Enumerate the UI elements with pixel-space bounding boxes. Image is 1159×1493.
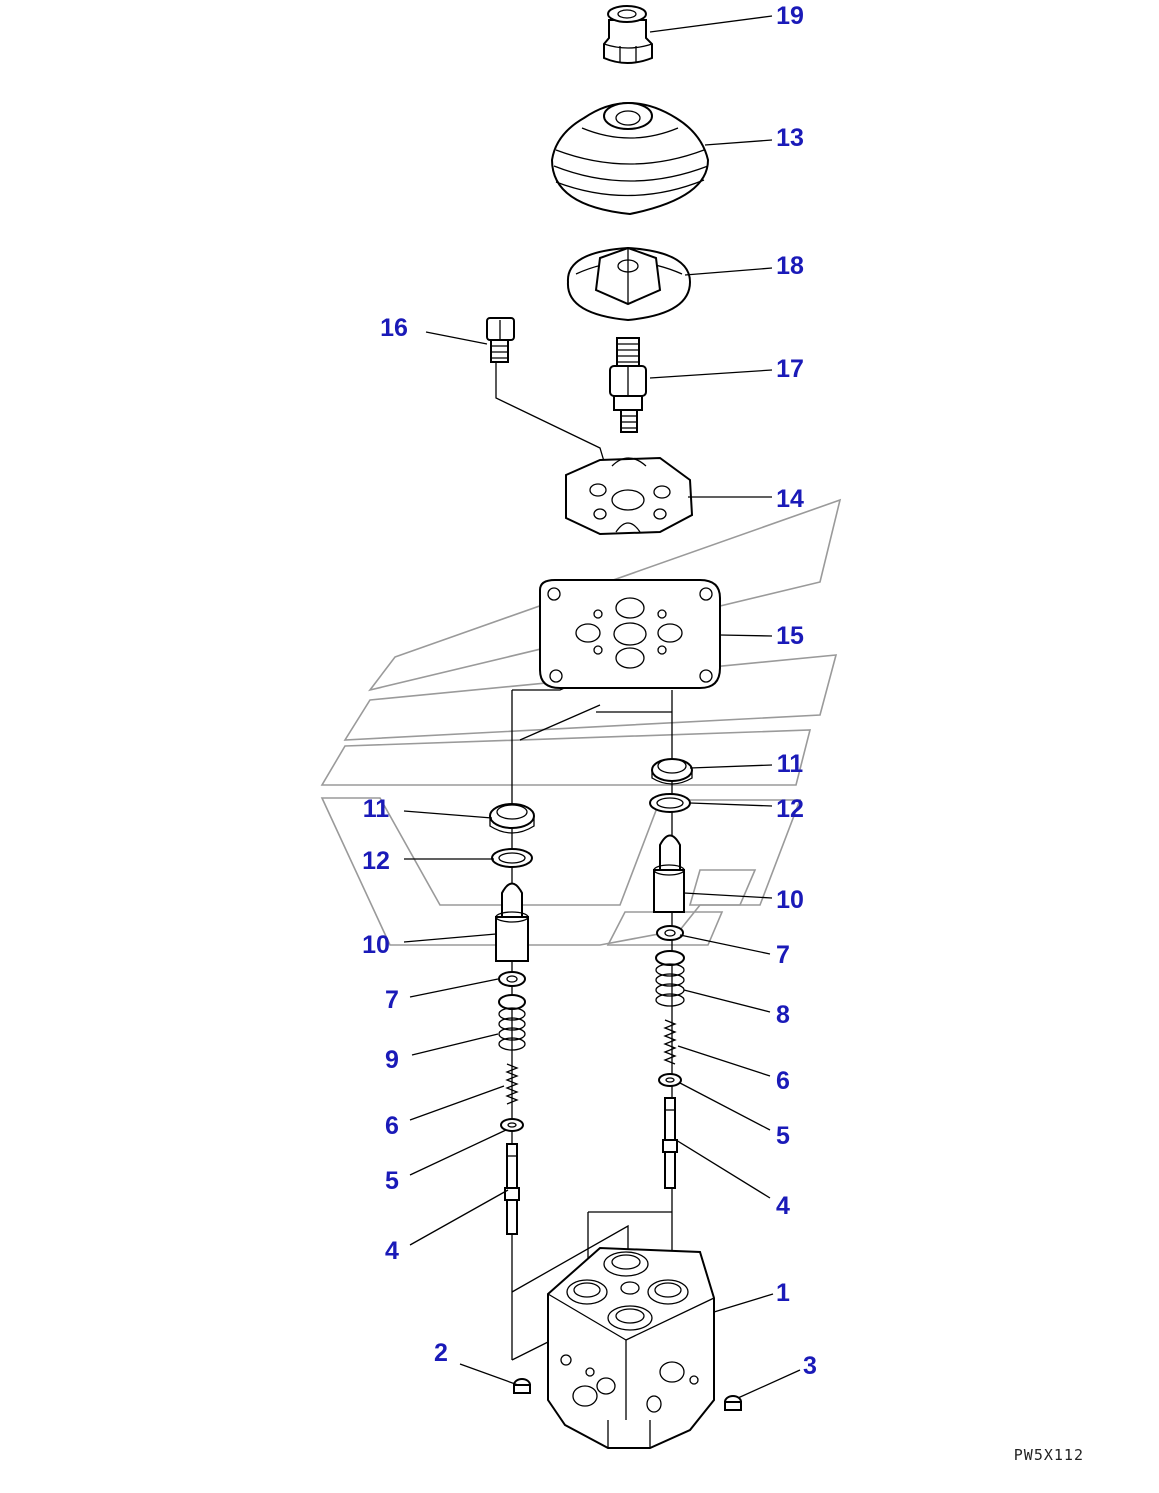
callout-label-c10l: 10: [362, 931, 390, 959]
part-1-body: [547, 1246, 715, 1449]
part-15-gasket: [539, 579, 721, 689]
callout-label-c3: 3: [803, 1352, 817, 1380]
callout-label-c5r: 5: [776, 1122, 790, 1150]
leader-line-c8r: [683, 989, 771, 1013]
leader-line-c17: [649, 369, 773, 379]
part-3-plug: [724, 1395, 742, 1411]
leader-line-c6l: [409, 1085, 505, 1121]
callout-label-c12r: 12: [776, 795, 804, 823]
leader-line-c4l: [409, 1189, 509, 1246]
callout-label-c8r: 8: [776, 1001, 790, 1029]
leader-line-c6r: [677, 1045, 771, 1077]
callout-label-c2: 2: [434, 1339, 448, 1367]
leader-line-c5r: [679, 1082, 771, 1131]
callout-label-c7l: 7: [385, 986, 399, 1014]
leader-line-c2: [459, 1363, 519, 1386]
left-column-parts: [489, 803, 535, 1235]
callout-label-c1: 1: [776, 1279, 790, 1307]
callout-label-c4l: 4: [385, 1237, 399, 1265]
leader-line-c11r: [689, 764, 773, 769]
leader-line-c16: [425, 331, 488, 345]
callout-label-c14: 14: [776, 485, 804, 513]
part-16-bolt: [486, 317, 515, 363]
callout-label-c18: 18: [776, 252, 804, 280]
callout-label-c17: 17: [776, 355, 804, 383]
leader-line-c12r: [689, 802, 773, 807]
right-column-parts: [649, 758, 693, 1189]
leader-line-c5l: [409, 1129, 507, 1176]
callout-label-c9l: 9: [385, 1046, 399, 1074]
leader-line-c3: [737, 1369, 801, 1399]
leader-line-c18: [684, 267, 773, 276]
leader-line-c4r: [675, 1139, 771, 1199]
leader-line-c13: [704, 139, 773, 146]
callout-label-c12l: 12: [362, 847, 390, 875]
callout-label-c6l: 6: [385, 1112, 399, 1140]
part-2-plug: [513, 1378, 531, 1394]
callout-label-c4r: 4: [776, 1192, 790, 1220]
callout-label-c19: 19: [776, 2, 804, 30]
callout-label-c15: 15: [776, 622, 804, 650]
leader-line-c11l: [403, 810, 493, 819]
drawing-code: PW5X112: [1014, 1446, 1084, 1464]
leader-line-c7l: [409, 978, 499, 998]
part-17-joint: [609, 337, 647, 433]
part-13-boot: [550, 102, 710, 216]
part-14-plate: [565, 456, 694, 536]
callout-label-c13: 13: [776, 124, 804, 152]
callout-label-c16: 16: [380, 314, 408, 342]
leader-line-c10r: [683, 892, 773, 899]
part-19-nut: [603, 5, 653, 64]
callout-label-c6r: 6: [776, 1067, 790, 1095]
leader-line-c10l: [403, 933, 497, 943]
callout-label-c7r: 7: [776, 941, 790, 969]
leader-line-c7r: [679, 934, 771, 955]
part-18-plate: [566, 246, 692, 322]
leader-line-c1: [713, 1293, 774, 1313]
callout-label-c11r: 11: [777, 750, 804, 778]
leader-line-c15: [719, 634, 773, 637]
leader-line-c9l: [411, 1033, 499, 1056]
watermark-logo: [320, 498, 842, 946]
callout-label-c5l: 5: [385, 1167, 399, 1195]
leader-line-c19: [649, 15, 773, 33]
callout-label-c11l: 11: [363, 795, 390, 823]
callout-label-c10r: 10: [776, 886, 804, 914]
